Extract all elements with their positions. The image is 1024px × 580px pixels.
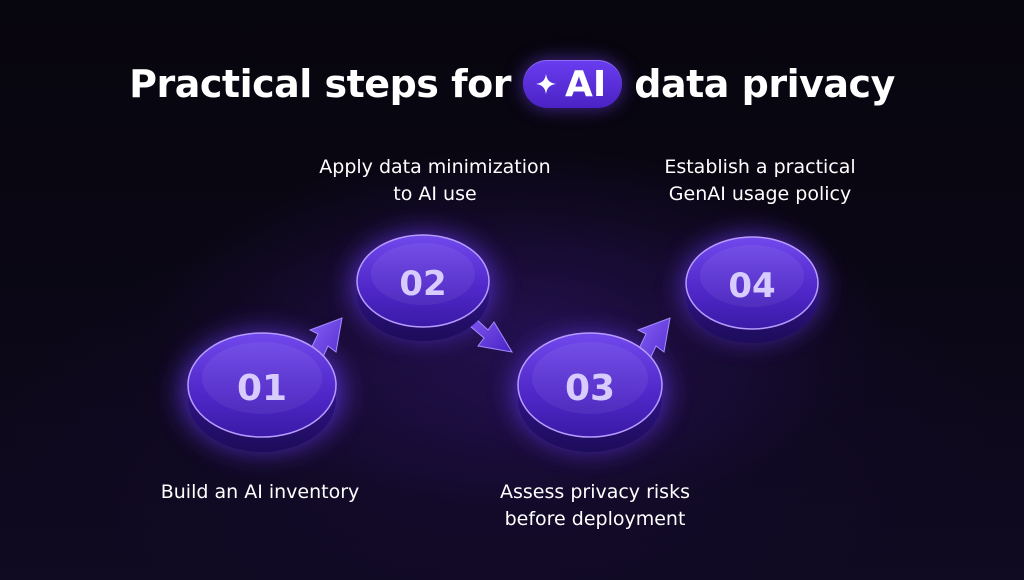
step-label-04: Establish a practical GenAI usage policy bbox=[640, 154, 880, 208]
step-label-02-line-2: to AI use bbox=[393, 183, 477, 205]
step-label-01-line-1: Build an AI inventory bbox=[160, 481, 360, 503]
step-label-03-line-1: Assess privacy risks bbox=[500, 481, 690, 503]
step-label-04-line-2: GenAI usage policy bbox=[668, 183, 852, 205]
step-label-01: Build an AI inventory bbox=[140, 479, 380, 506]
page-title: Practical steps for AI data privacy bbox=[0, 52, 1024, 116]
title-suffix: data privacy bbox=[634, 62, 895, 106]
step-disc-01 bbox=[187, 332, 337, 452]
step-disc-02 bbox=[356, 234, 490, 341]
step-number-01: 01 bbox=[237, 368, 287, 409]
step-number-02: 02 bbox=[399, 264, 446, 304]
step-label-03-line-2: before deployment bbox=[504, 508, 686, 530]
ai-badge: AI bbox=[523, 60, 623, 108]
step-number-03: 03 bbox=[565, 368, 615, 409]
step-disc-03 bbox=[517, 332, 663, 452]
ai-badge-label: AI bbox=[565, 63, 607, 105]
step-label-02: Apply data minimization to AI use bbox=[300, 154, 570, 208]
step-label-04-line-1: Establish a practical bbox=[664, 156, 856, 178]
step-number-04: 04 bbox=[728, 266, 775, 306]
step-label-03: Assess privacy risks before deployment bbox=[480, 479, 710, 533]
step-disc-04 bbox=[685, 236, 819, 343]
sparkle-icon bbox=[535, 73, 557, 95]
title-prefix: Practical steps for bbox=[129, 62, 512, 106]
step-label-02-line-1: Apply data minimization bbox=[319, 156, 551, 178]
